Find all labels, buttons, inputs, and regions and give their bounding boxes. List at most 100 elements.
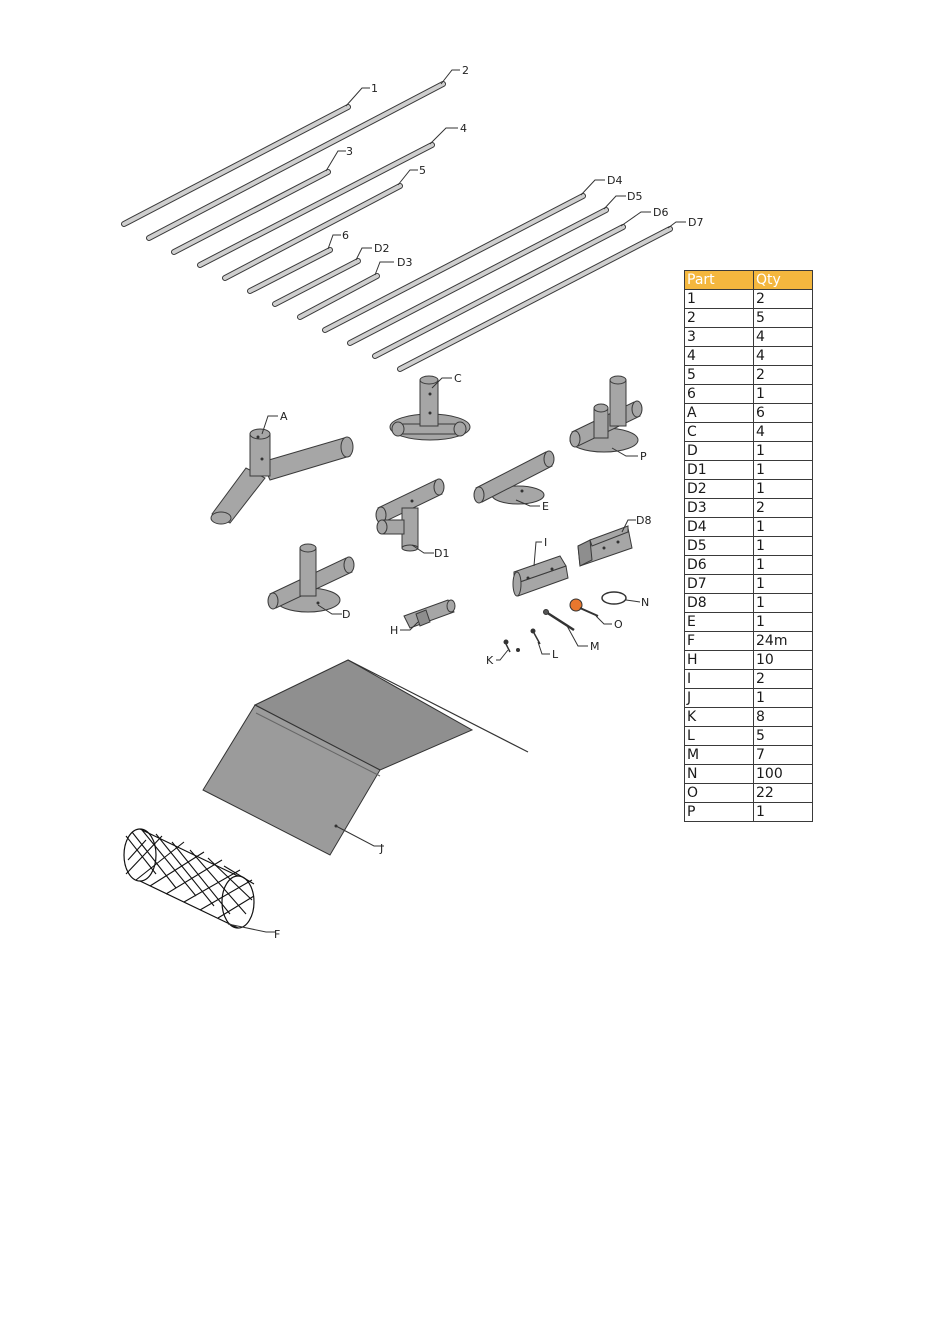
qty-cell: 1	[754, 385, 813, 404]
part-cell: P	[685, 803, 754, 822]
table-row: D1	[685, 442, 813, 461]
part-cell: D4	[685, 518, 754, 537]
label-4: 4	[460, 122, 467, 135]
label-3: 3	[346, 145, 353, 158]
cover-j: J	[203, 660, 528, 855]
qty-cell: 1	[754, 442, 813, 461]
part-cell: L	[685, 727, 754, 746]
label-n: N	[641, 596, 649, 609]
part-cell: D1	[685, 461, 754, 480]
qty-cell: 1	[754, 518, 813, 537]
qty-cell: 10	[754, 651, 813, 670]
label-5: 5	[419, 164, 426, 177]
connector-c: C	[390, 372, 470, 440]
part-cell: I	[685, 670, 754, 689]
table-row: D32	[685, 499, 813, 518]
connector-d1: D1	[376, 479, 449, 560]
bolt-m: M	[544, 610, 600, 654]
part-cell: D5	[685, 537, 754, 556]
part-cell: H	[685, 651, 754, 670]
part-cell: M	[685, 746, 754, 765]
qty-cell: 100	[754, 765, 813, 784]
part-cell: F	[685, 632, 754, 651]
qty-cell: 1	[754, 613, 813, 632]
label-j: J	[379, 842, 383, 855]
part-cell: 3	[685, 328, 754, 347]
qty-cell: 2	[754, 290, 813, 309]
label-o: O	[614, 618, 623, 631]
label-m: M	[590, 640, 600, 653]
part-cell: C	[685, 423, 754, 442]
part-cell: E	[685, 613, 754, 632]
label-a: A	[280, 410, 288, 423]
part-cell: K	[685, 708, 754, 727]
connector-h: H	[390, 600, 455, 637]
label-2: 2	[462, 64, 469, 77]
table-row: H10	[685, 651, 813, 670]
table-row: F24m	[685, 632, 813, 651]
qty-cell: 1	[754, 575, 813, 594]
table-row: 34	[685, 328, 813, 347]
part-cell: N	[685, 765, 754, 784]
table-header-row: Part Qty	[685, 271, 813, 290]
label-i: I	[544, 536, 547, 549]
label-e: E	[542, 500, 549, 513]
qty-cell: 1	[754, 480, 813, 499]
part-cell: 5	[685, 366, 754, 385]
label-d3: D3	[397, 256, 412, 269]
part-cell: D3	[685, 499, 754, 518]
connector-a: A	[211, 410, 353, 524]
qty-cell: 4	[754, 328, 813, 347]
parts-quantity-table: Part Qty 122534445261A6C4D1D11D21D32D41D…	[684, 270, 813, 822]
label-d7: D7	[688, 216, 703, 229]
label-h: H	[390, 624, 398, 637]
qty-cell: 1	[754, 461, 813, 480]
qty-cell: 1	[754, 689, 813, 708]
label-c: C	[454, 372, 462, 385]
qty-cell: 2	[754, 366, 813, 385]
screw-k: K	[486, 640, 520, 668]
part-cell: J	[685, 689, 754, 708]
part-cell: 2	[685, 309, 754, 328]
qty-cell: 1	[754, 594, 813, 613]
part-cell: D	[685, 442, 754, 461]
part-cell: D2	[685, 480, 754, 499]
part-cell: D6	[685, 556, 754, 575]
label-d6: D6	[653, 206, 668, 219]
label-d1: D1	[434, 547, 449, 560]
qty-cell: 22	[754, 784, 813, 803]
table-row: I2	[685, 670, 813, 689]
hinge-i: I	[513, 536, 568, 596]
part-cell: 6	[685, 385, 754, 404]
clip-n: N	[602, 592, 649, 609]
connector-d: D	[268, 544, 354, 621]
table-row: D81	[685, 594, 813, 613]
bracket-d8: D8	[578, 514, 651, 566]
connector-p: P	[570, 376, 647, 463]
net-roll-f: F	[124, 829, 280, 941]
label-d8: D8	[636, 514, 651, 527]
screw-l: L	[531, 629, 560, 662]
qty-cell: 24m	[754, 632, 813, 651]
qty-cell: 8	[754, 708, 813, 727]
qty-cell: 5	[754, 727, 813, 746]
qty-cell: 6	[754, 404, 813, 423]
label-1: 1	[371, 82, 378, 95]
qty-cell: 7	[754, 746, 813, 765]
